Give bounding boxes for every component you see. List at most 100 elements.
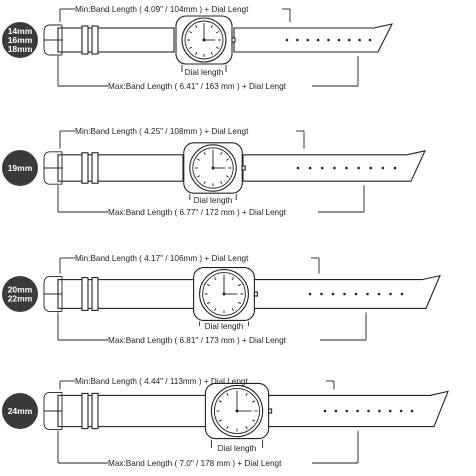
keeper-loop-1 <box>81 25 89 55</box>
size-badge-circle <box>2 276 38 312</box>
band-hole <box>377 292 381 296</box>
hour-tick <box>218 400 222 403</box>
band-hole <box>369 166 373 170</box>
band-hole <box>410 409 414 413</box>
hour-tick <box>189 46 193 49</box>
watch-dial-icon <box>183 142 246 194</box>
max-band-length-label: Max:Band Length ( 6.81" / 173 mm ) + Dia… <box>108 336 287 345</box>
watch-bezel <box>192 147 234 189</box>
dial-length-label: Dial length <box>205 322 244 331</box>
hour-tick <box>197 158 201 161</box>
band-hole <box>400 292 404 296</box>
hour-tick <box>226 426 229 430</box>
hour-tick <box>213 307 217 312</box>
left-strap <box>57 154 184 182</box>
band-hole <box>381 166 385 170</box>
hour-tick <box>237 283 242 287</box>
band-hole <box>323 409 327 413</box>
hour-tick <box>189 31 193 34</box>
hand-pivot <box>202 38 206 42</box>
band-hole <box>368 38 372 42</box>
band-hole <box>316 38 320 42</box>
max-band-length-label: Max:Band Length ( 6.41" / 163 mm ) + Dia… <box>108 82 287 91</box>
watch-bezel <box>213 387 261 435</box>
hour-tick <box>245 392 248 396</box>
hour-tick <box>220 152 223 156</box>
band-hole <box>345 166 348 170</box>
watch-dial-icon <box>193 267 258 321</box>
hour-tick <box>203 180 206 184</box>
min-band-length-label: Min:Band Length ( 4.44" / 113mm ) + Dial… <box>75 377 248 386</box>
hour-tick <box>231 307 235 312</box>
band-hole <box>327 38 330 42</box>
keeper-loop-2 <box>91 25 99 55</box>
size-label: 14mm <box>8 26 33 36</box>
band-hole <box>331 292 335 296</box>
hour-tick <box>206 283 211 287</box>
hour-tick <box>203 152 206 156</box>
hour-tick <box>213 276 217 281</box>
hour-tick <box>215 31 219 34</box>
hour-tick <box>210 51 213 55</box>
hour-tick <box>225 158 229 161</box>
hand-pivot <box>235 409 239 413</box>
hour-tick <box>215 46 219 49</box>
keeper-loop-1 <box>81 392 89 430</box>
keeper-loop-2 <box>91 277 99 311</box>
watch-dial-icon <box>204 382 273 440</box>
hour-tick <box>195 25 198 29</box>
size-section-1: Min:Band Length ( 4.09" / 104mm ) + Dial… <box>2 5 394 91</box>
size-badge: 19mm <box>2 150 38 186</box>
band-hole <box>343 292 346 296</box>
left-strap <box>57 27 175 53</box>
keeper-loop-1 <box>81 152 89 184</box>
dial-length-label: Dial length <box>185 68 224 77</box>
hour-tick <box>252 400 256 403</box>
hour-tick <box>231 276 235 281</box>
crown-icon <box>268 408 273 414</box>
keeper-loop-2 <box>91 152 99 184</box>
hour-tick <box>225 175 229 178</box>
band-hole <box>345 409 349 413</box>
size-label: 19mm <box>8 163 33 173</box>
size-badge-circle <box>2 22 38 58</box>
watch-bezel <box>202 272 246 316</box>
size-label: 22mm <box>8 294 33 304</box>
watch-bezel <box>184 20 224 60</box>
dial-length-label: Dial length <box>218 444 257 453</box>
min-band-length-label: Min:Band Length ( 4.25" / 108mm ) + Dial… <box>75 127 249 136</box>
hour-tick <box>206 301 211 305</box>
min-band-length-label: Min:Band Length ( 4.17" / 106mm ) + Dial… <box>75 254 249 263</box>
band-hole <box>296 38 299 42</box>
band-hole <box>320 292 323 296</box>
band-hole <box>333 166 336 170</box>
keeper-loop-2 <box>91 392 99 430</box>
size-label: 16mm <box>8 35 33 45</box>
hour-tick <box>252 419 256 422</box>
dial-length-label: Dial length <box>194 196 233 205</box>
band-hole <box>393 166 397 170</box>
band-hole <box>296 166 300 170</box>
size-badge-circle <box>2 393 38 429</box>
left-strap <box>57 279 195 309</box>
size-badge: 24mm <box>2 393 38 429</box>
band-hole <box>306 38 310 42</box>
hour-tick <box>245 426 248 430</box>
left-strap <box>57 394 208 428</box>
max-band-length-label: Max:Band Length ( 7.0" / 178 mm ) + Dial… <box>108 459 282 468</box>
size-section-2: Min:Band Length ( 4.25" / 108mm ) + Dial… <box>2 127 426 217</box>
band-hole <box>354 292 358 296</box>
hour-tick <box>220 180 223 184</box>
hand-pivot <box>222 292 226 296</box>
size-badge-circle <box>2 150 38 186</box>
band-hole <box>308 292 312 296</box>
crown-icon <box>231 37 236 43</box>
hour-tick <box>218 419 222 422</box>
right-strap <box>266 390 449 428</box>
right-strap <box>242 150 426 182</box>
right-strap <box>233 23 394 53</box>
band-hole <box>388 409 392 413</box>
